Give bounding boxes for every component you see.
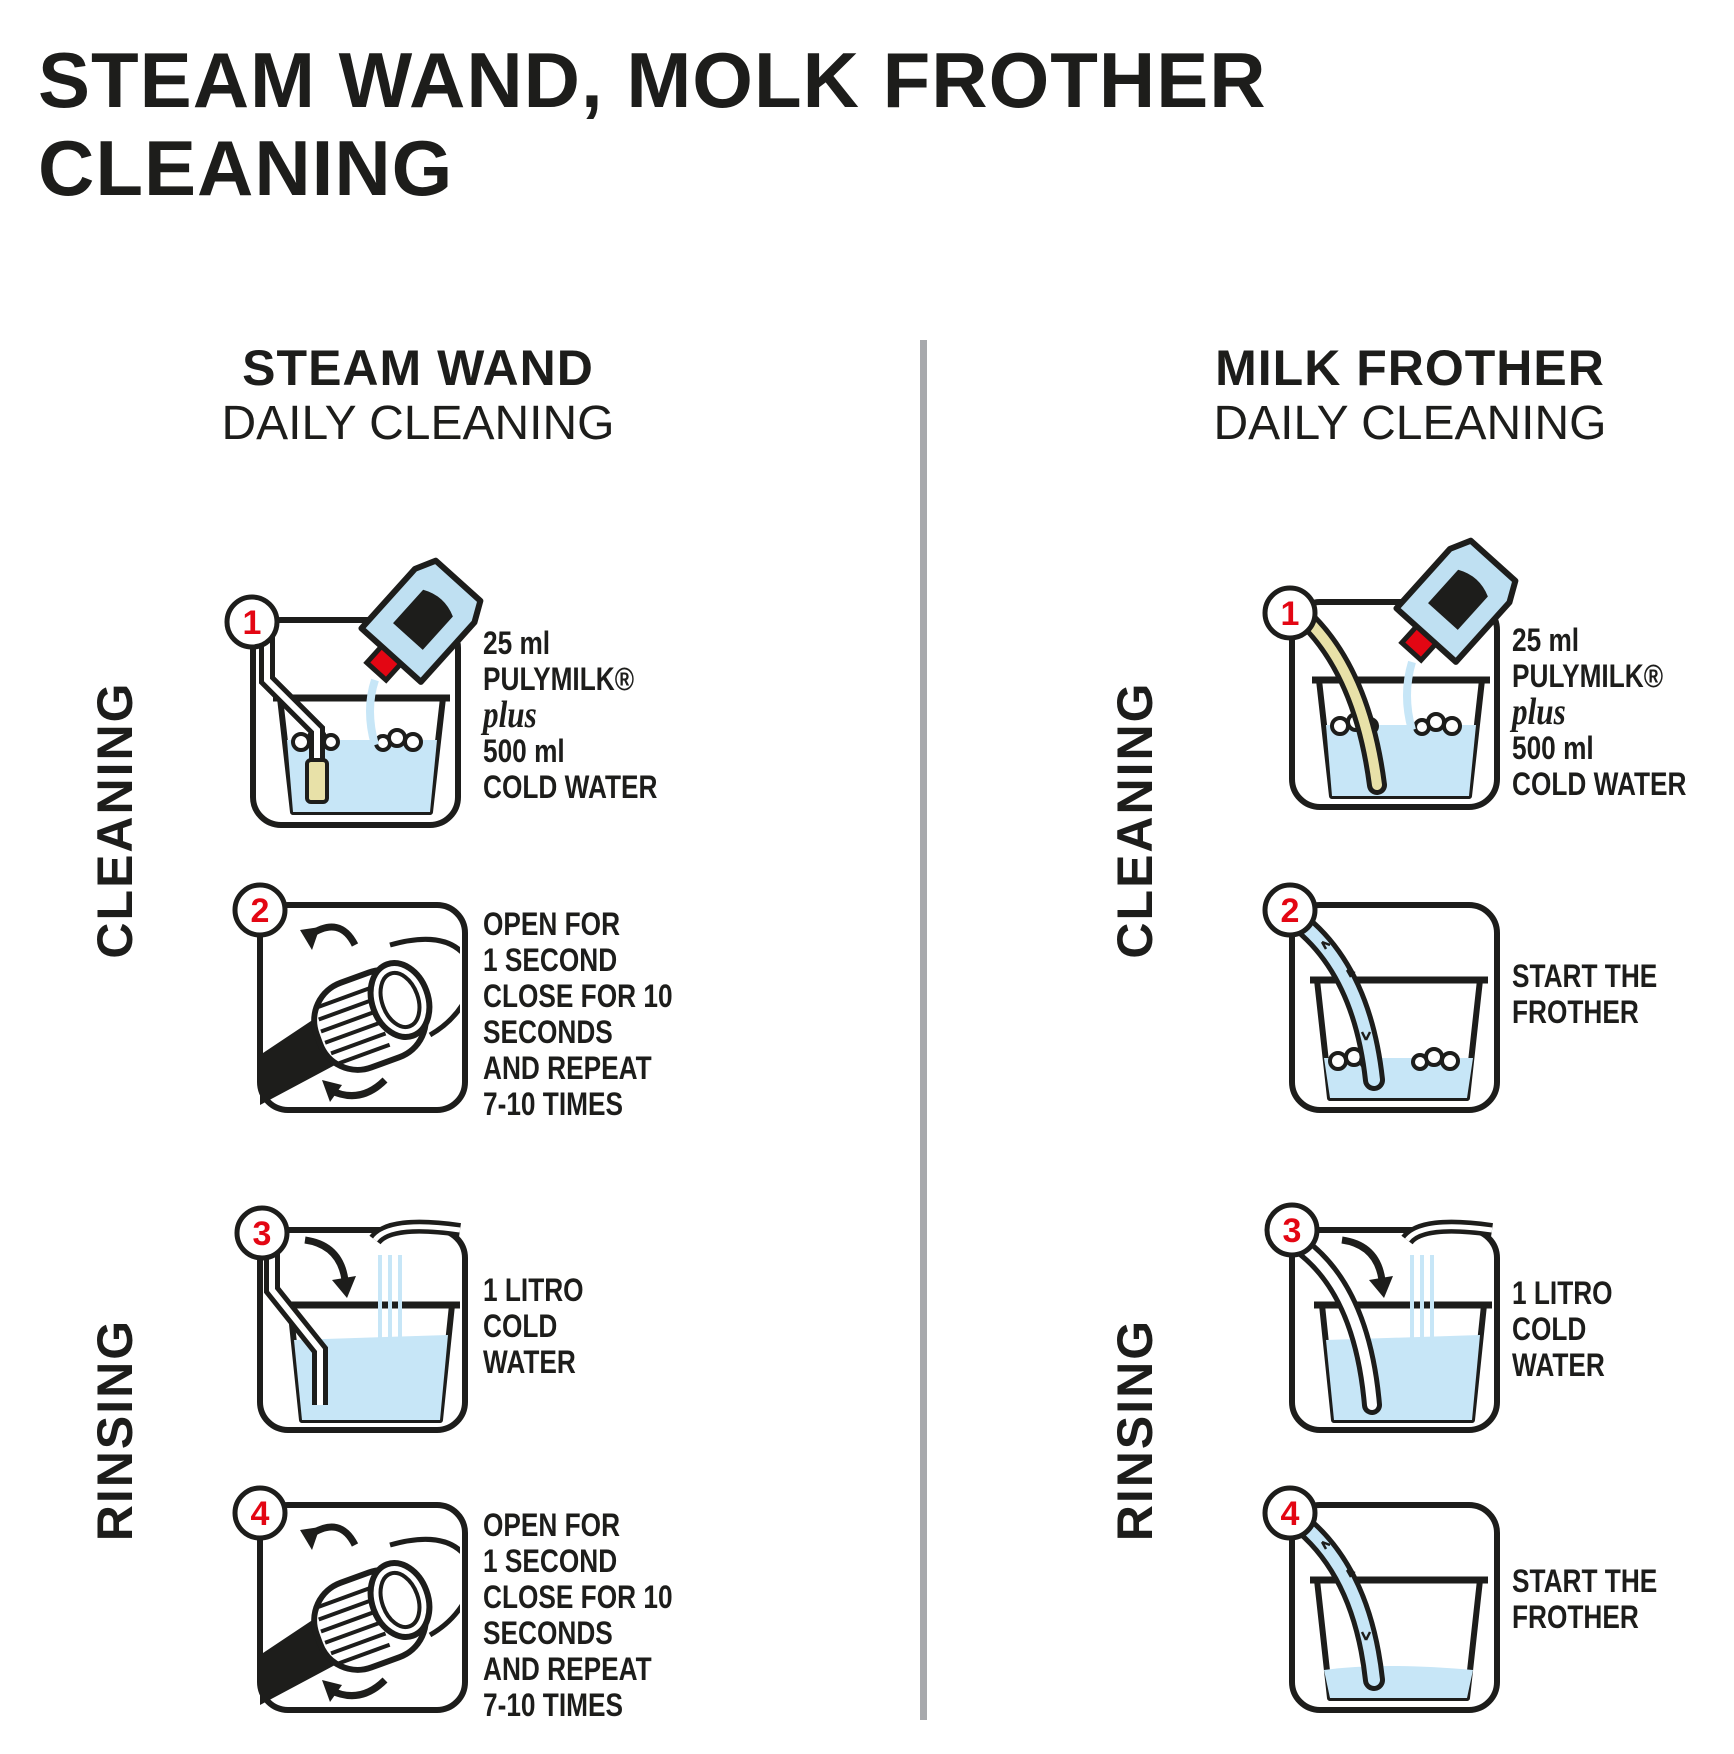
- svg-text:2: 2: [251, 892, 270, 930]
- step2-right-text: START THE FROTHER: [1512, 958, 1657, 1030]
- step4-right-text: START THE FROTHER: [1512, 1563, 1657, 1635]
- step4-right-number-badge: 4: [1260, 1483, 1320, 1543]
- steam-wand-heading: STEAM WAND DAILY CLEANING: [108, 340, 728, 452]
- step2-left-text: OPEN FOR 1 SECOND CLOSE FOR 10 SECONDS A…: [483, 906, 673, 1122]
- step-line: OPEN FOR: [483, 906, 621, 942]
- svg-text:4: 4: [1281, 1495, 1300, 1533]
- step1-steam-wand-icon: [250, 550, 485, 828]
- step4-valve-knob-icon: [257, 1502, 468, 1713]
- step-line: WATER: [1512, 1347, 1605, 1383]
- step-line: FROTHER: [1512, 1599, 1639, 1635]
- page-title: STEAM WAND, MOLK FROTHER CLEANING: [38, 36, 1688, 212]
- svg-text:3: 3: [1283, 1212, 1302, 1250]
- step-line: 25 ml: [1512, 622, 1580, 658]
- step-line: COLD WATER: [483, 769, 658, 805]
- step-line: CLOSE FOR 10: [483, 978, 673, 1014]
- step1-right-text: 25 ml PULYMILK® plus 500 ml COLD WATER: [1512, 622, 1686, 802]
- svg-text:1: 1: [243, 604, 262, 642]
- step-line: START THE: [1512, 1563, 1658, 1599]
- step3-left-number-badge: 3: [232, 1203, 292, 1263]
- step3-rinse-icon: [257, 1219, 468, 1433]
- step-line: START THE: [1512, 958, 1658, 994]
- step-line: FROTHER: [1512, 994, 1639, 1030]
- step-line: AND REPEAT: [483, 1651, 652, 1687]
- step2-left-number-badge: 2: [230, 880, 290, 940]
- svg-text:2: 2: [1281, 892, 1300, 930]
- right-side-label-cleaning: CLEANING: [1107, 681, 1163, 959]
- page-title-line-1: STEAM WAND, MOLK FROTHER: [38, 36, 1267, 124]
- step4-left-text: OPEN FOR 1 SECOND CLOSE FOR 10 SECONDS A…: [483, 1507, 673, 1723]
- step-line: 1 SECOND: [483, 942, 618, 978]
- steam-wand-title: STEAM WAND: [242, 340, 594, 396]
- step-line: CLOSE FOR 10: [483, 1579, 673, 1615]
- step-line-plus: plus: [1512, 691, 1566, 733]
- right-side-label-rinsing: RINSING: [1107, 1318, 1163, 1542]
- milk-frother-heading: MILK FROTHER DAILY CLEANING: [1100, 340, 1720, 452]
- step3-left-text: 1 LITRO COLD WATER: [483, 1272, 584, 1380]
- step-line: 7-10 TIMES: [483, 1687, 623, 1723]
- step-line: 7-10 TIMES: [483, 1086, 623, 1122]
- page-title-line-2: CLEANING: [38, 124, 454, 212]
- column-divider: [920, 340, 927, 1720]
- step1-frother-icon: [1289, 540, 1522, 810]
- svg-text:3: 3: [253, 1215, 272, 1253]
- step-line: PULYMILK®: [1512, 658, 1664, 694]
- svg-text:1: 1: [1281, 595, 1300, 633]
- step-line: 500 ml: [483, 733, 565, 769]
- step-line: 25 ml: [483, 625, 551, 661]
- steam-wand-subtitle: DAILY CLEANING: [221, 397, 615, 450]
- step1-left-number-badge: 1: [222, 592, 282, 652]
- step-line: COLD: [1512, 1311, 1587, 1347]
- step3-right-number-badge: 3: [1262, 1200, 1322, 1260]
- step-line: COLD WATER: [1512, 766, 1687, 802]
- step-line: PULYMILK®: [483, 661, 635, 697]
- milk-frother-subtitle: DAILY CLEANING: [1213, 397, 1607, 450]
- step4-frother-icon: [1286, 1502, 1500, 1713]
- step-line: 500 ml: [1512, 730, 1594, 766]
- step-line: OPEN FOR: [483, 1507, 621, 1543]
- step2-right-number-badge: 2: [1260, 880, 1320, 940]
- step-line: WATER: [483, 1344, 576, 1380]
- step-line: COLD: [483, 1308, 558, 1344]
- step1-right-number-badge: 1: [1260, 583, 1320, 643]
- step-line: SECONDS: [483, 1615, 613, 1651]
- step2-frother-icon: [1286, 902, 1500, 1113]
- svg-text:4: 4: [251, 1495, 270, 1533]
- left-side-label-rinsing: RINSING: [87, 1318, 143, 1542]
- step-line: 1 SECOND: [483, 1543, 618, 1579]
- step-line: 1 LITRO: [483, 1272, 584, 1308]
- step3-frother-rinse-icon: [1289, 1219, 1500, 1433]
- step1-left-text: 25 ml PULYMILK® plus 500 ml COLD WATER: [483, 625, 657, 805]
- step-line: AND REPEAT: [483, 1050, 652, 1086]
- step3-right-text: 1 LITRO COLD WATER: [1512, 1275, 1613, 1383]
- step-line: 1 LITRO: [1512, 1275, 1613, 1311]
- step-line: SECONDS: [483, 1014, 613, 1050]
- left-side-label-cleaning: CLEANING: [87, 681, 143, 959]
- step-line-plus: plus: [483, 694, 537, 736]
- milk-frother-title: MILK FROTHER: [1215, 340, 1605, 396]
- step2-valve-knob-icon: [257, 902, 468, 1113]
- step4-left-number-badge: 4: [230, 1483, 290, 1543]
